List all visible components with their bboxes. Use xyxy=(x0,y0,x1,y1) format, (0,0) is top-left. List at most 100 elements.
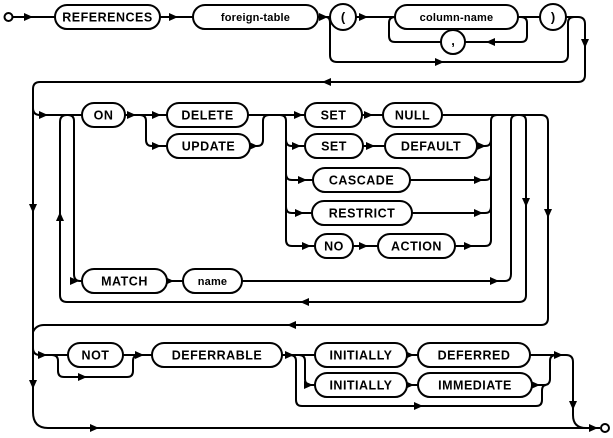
arrowhead-icon xyxy=(29,380,37,389)
arrowhead-icon xyxy=(24,13,33,21)
keyword-deferred xyxy=(417,342,531,368)
keyword-on xyxy=(81,102,126,128)
punct-comma-label: , xyxy=(451,33,455,48)
arrowhead-icon xyxy=(298,176,307,184)
arrowhead-icon xyxy=(474,209,483,217)
keyword-set-1-label: SET xyxy=(321,109,347,123)
keyword-initially-1-label: INITIALLY xyxy=(329,349,392,363)
arrowhead-icon xyxy=(581,39,589,48)
keyword-immediate xyxy=(417,372,533,398)
keyword-action-label: ACTION xyxy=(391,240,442,254)
nonterminal-column-name[interactable] xyxy=(394,4,519,30)
keyword-deferrable xyxy=(151,342,283,368)
arrowhead-icon xyxy=(152,111,161,119)
arrowhead-icon xyxy=(322,78,331,86)
arrowhead-icon xyxy=(56,212,64,221)
nodes: REFERENCES foreign-table ( column-name )… xyxy=(3,3,610,433)
arrowhead-icon xyxy=(90,424,99,432)
keyword-default xyxy=(384,133,478,159)
arrowhead-icon xyxy=(490,277,499,285)
arrowhead-icon xyxy=(287,321,296,329)
keyword-delete xyxy=(166,102,249,128)
keyword-set-2 xyxy=(304,133,364,159)
keyword-cascade xyxy=(312,167,411,193)
arrowhead-icon xyxy=(78,373,87,381)
punct-open-paren xyxy=(329,3,357,31)
arrowhead-icon xyxy=(169,13,178,21)
nonterminal-foreign-table-label: foreign-table xyxy=(221,12,290,24)
start-terminal-icon xyxy=(3,12,14,22)
nonterminal-foreign-table[interactable] xyxy=(192,4,319,30)
arrowhead-icon xyxy=(300,298,309,306)
arrowhead-icon xyxy=(474,176,483,184)
keyword-not-label: NOT xyxy=(82,349,110,363)
keyword-initially-2-label: INITIALLY xyxy=(329,379,392,393)
keyword-no xyxy=(314,233,354,259)
nonterminal-name-label: name xyxy=(198,276,228,288)
arrowhead-icon xyxy=(292,142,301,150)
end-terminal-icon xyxy=(600,423,610,433)
arrowhead-icon xyxy=(70,277,79,285)
keyword-set-2-label: SET xyxy=(321,140,347,154)
keyword-null xyxy=(382,102,443,128)
arrowhead-icon xyxy=(366,142,375,150)
arrowhead-icon xyxy=(531,381,540,389)
keyword-update xyxy=(166,133,251,159)
arrowhead-icon xyxy=(554,351,563,359)
arrowhead-icon xyxy=(127,111,136,119)
keyword-null-label: NULL xyxy=(395,109,430,123)
keyword-immediate-label: IMMEDIATE xyxy=(438,379,512,393)
arrowhead-icon xyxy=(435,58,444,66)
arrowhead-icon xyxy=(249,142,258,150)
arrowhead-icon xyxy=(38,351,47,359)
arrowhead-icon xyxy=(477,142,486,150)
keyword-cascade-label: CASCADE xyxy=(329,174,394,188)
keyword-restrict-label: RESTRICT xyxy=(329,207,396,221)
arrowhead-icon xyxy=(304,381,313,389)
keyword-default-label: DEFAULT xyxy=(401,140,461,154)
keyword-match xyxy=(81,268,168,294)
keyword-action xyxy=(377,233,456,259)
punct-open-paren-label: ( xyxy=(341,10,346,25)
keyword-references xyxy=(54,4,161,30)
arrowhead-icon xyxy=(589,424,598,432)
arrowhead-icon xyxy=(294,111,303,119)
arrowhead-icon xyxy=(152,142,161,150)
arrowhead-icon xyxy=(414,402,423,410)
keyword-restrict xyxy=(311,200,413,226)
keyword-not xyxy=(67,342,124,368)
arrowhead-icon xyxy=(359,242,368,250)
track-lines xyxy=(12,16,600,429)
arrowhead-icon xyxy=(359,13,368,21)
arrowheads xyxy=(24,13,598,432)
keyword-no-label: NO xyxy=(324,240,344,254)
keyword-match-label: MATCH xyxy=(101,275,148,289)
nonterminal-name[interactable] xyxy=(182,268,243,294)
keyword-initially-1 xyxy=(314,342,408,368)
arrowhead-icon xyxy=(302,242,311,250)
punct-comma xyxy=(440,29,466,55)
arrowhead-icon xyxy=(569,401,577,410)
keyword-delete-label: DELETE xyxy=(181,109,233,123)
arrowhead-icon xyxy=(39,111,48,119)
arrowhead-icon xyxy=(522,198,530,207)
arrowhead-icon xyxy=(319,13,328,21)
arrowhead-icon xyxy=(364,111,373,119)
keyword-on-label: ON xyxy=(94,109,114,123)
nonterminal-column-name-label: column-name xyxy=(420,12,494,24)
arrowhead-icon xyxy=(544,209,552,218)
arrowhead-icon xyxy=(295,209,304,217)
keyword-initially-2 xyxy=(314,372,408,398)
keyword-references-label: REFERENCES xyxy=(62,11,152,25)
keyword-update-label: UPDATE xyxy=(182,140,235,154)
keyword-deferrable-label: DEFERRABLE xyxy=(172,349,262,363)
arrowhead-icon xyxy=(29,204,37,213)
arrowhead-icon xyxy=(464,242,473,250)
arrowhead-icon xyxy=(486,38,495,46)
punct-close-paren xyxy=(539,3,567,31)
arrowhead-icon xyxy=(135,351,144,359)
arrowhead-icon xyxy=(285,351,294,359)
punct-close-paren-label: ) xyxy=(551,10,555,25)
keyword-deferred-label: DEFERRED xyxy=(438,349,511,363)
